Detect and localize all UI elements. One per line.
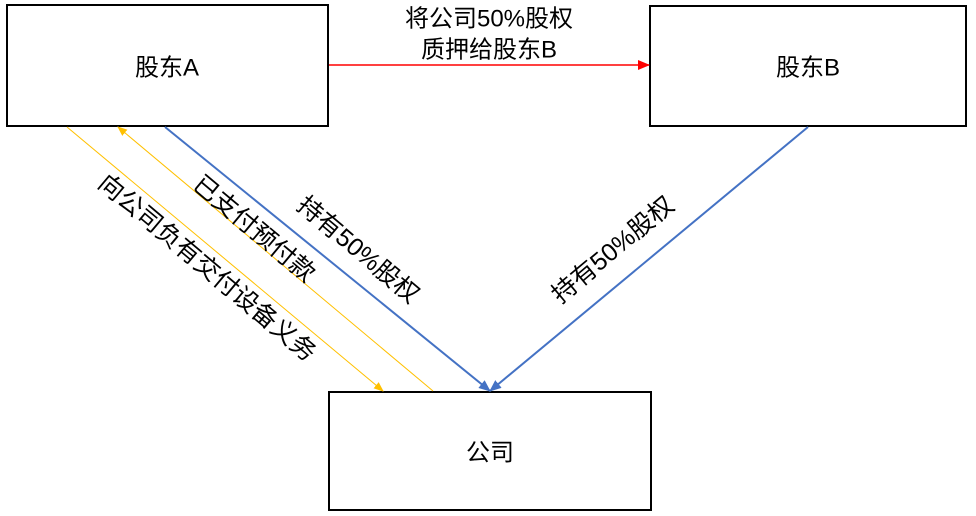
prepayment-arrow — [117, 126, 434, 392]
shareholder-a-box — [6, 4, 329, 127]
shareholder-b-label: 股东B — [776, 55, 840, 82]
shareholder-b-box — [649, 5, 967, 127]
company-box — [328, 391, 652, 511]
company-label: 公司 — [466, 440, 514, 467]
a-holds-arrow — [164, 126, 491, 392]
a-holds-label: 持有50%股权 — [292, 191, 425, 309]
pledge-label-line1: 将公司50%股权 — [405, 6, 573, 33]
pledge-label-line2: 质押给股东B — [421, 37, 557, 64]
shareholder-a-label: 股东A — [135, 55, 199, 82]
b-holds-arrow — [489, 126, 809, 392]
delivery-obligation-arrow — [66, 126, 384, 392]
